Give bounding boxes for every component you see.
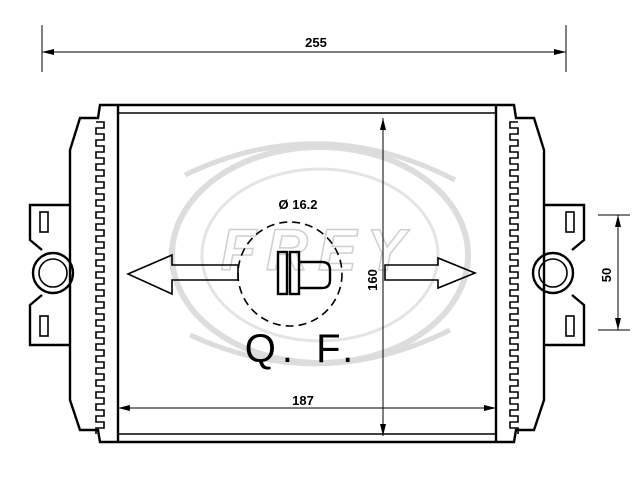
core-height-label: 160 [365,269,380,291]
port-diameter-label: Ø 16.2 [278,197,317,212]
radiator-core [116,103,498,444]
core-width-dimension: 187 [118,393,496,411]
watermark-text: FREY [221,218,416,283]
connector-circle-icon [31,251,75,295]
inlet-outlet-symbol [276,250,332,296]
left-tank [68,103,118,444]
right-arrow-icon [384,256,478,290]
left-mount [28,203,75,347]
left-arrow-icon [126,253,239,296]
quality-marking: Q. F. [245,327,359,371]
bracket-spacing-label: 50 [599,268,614,282]
core-height-dimension: 160 [365,118,386,436]
overall-width-label: 255 [305,35,327,50]
port-callout: Ø 16.2 [237,197,343,327]
watermark: FREY [169,141,471,367]
right-mount [531,203,586,347]
overall-width-dimension: 255 [41,25,567,72]
core-width-label: 187 [292,393,314,408]
bracket-spacing-dimension: 50 [598,214,630,331]
connector-circle-icon [531,251,575,295]
right-tank [496,103,546,444]
